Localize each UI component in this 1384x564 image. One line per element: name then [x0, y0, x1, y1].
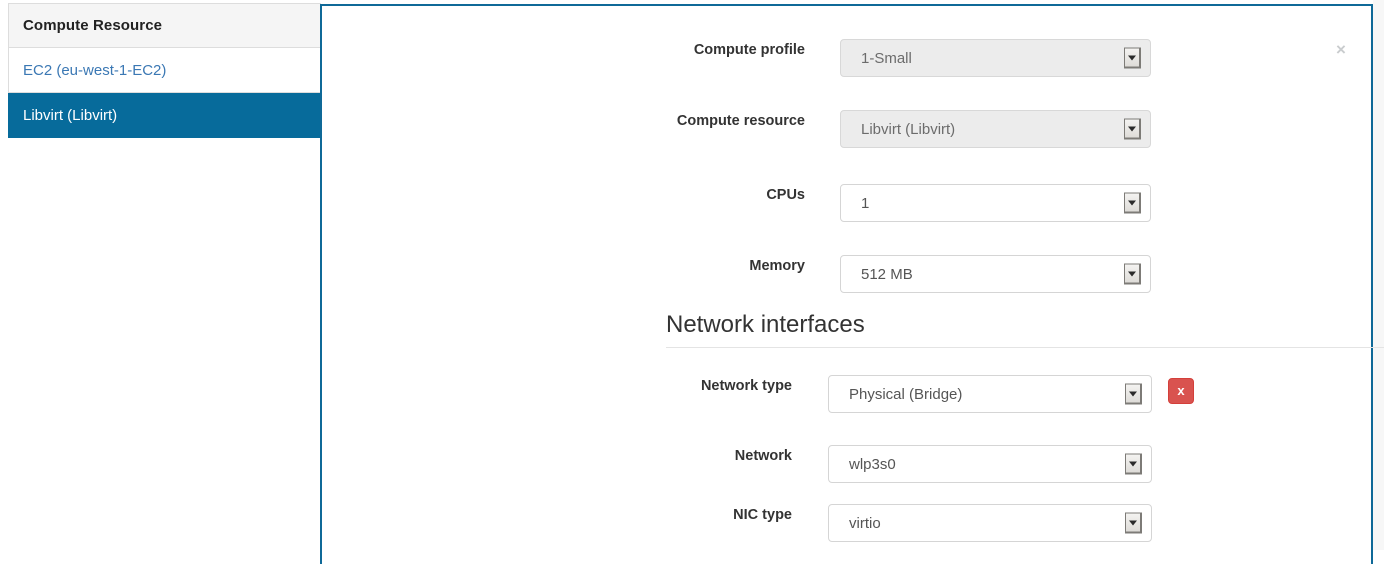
field-label: Network type	[700, 378, 792, 394]
select-value: 512 MB	[861, 265, 913, 283]
field-label: Compute resource	[676, 113, 805, 129]
compute-resource-select[interactable]: Libvirt (Libvirt)	[840, 110, 1151, 148]
sidebar-item-libvirt[interactable]: Libvirt (Libvirt)	[8, 93, 321, 138]
network-type-select[interactable]: Physical (Bridge)	[828, 375, 1152, 413]
chevron-down-icon[interactable]	[1125, 512, 1142, 534]
select-value: Physical (Bridge)	[849, 385, 963, 403]
sidebar-item-label: EC2 (eu-west-1-EC2)	[23, 61, 167, 79]
field-label: NIC type	[733, 507, 792, 523]
chevron-down-icon[interactable]	[1124, 192, 1141, 214]
field-network: Network wlp3s0	[666, 445, 1152, 483]
select-value: 1	[861, 194, 870, 212]
close-icon[interactable]: ×	[1333, 41, 1349, 58]
select-value: 1-Small	[861, 49, 912, 67]
memory-select[interactable]: 512 MB	[840, 255, 1151, 293]
field-label: Memory	[749, 258, 805, 274]
field-label: CPUs	[766, 187, 805, 203]
field-network-type: Network type Physical (Bridge)	[666, 375, 1152, 413]
sidebar-header-title: Compute Resource	[23, 17, 163, 34]
chevron-down-icon[interactable]	[1124, 118, 1141, 140]
field-label: Network	[734, 448, 792, 464]
remove-interface-button[interactable]: x	[1168, 378, 1194, 404]
field-compute-profile: Compute profile 1-Small	[666, 39, 1151, 77]
cpus-select[interactable]: 1	[840, 184, 1151, 222]
select-value: Libvirt (Libvirt)	[861, 120, 956, 138]
sidebar-item-ec2[interactable]: EC2 (eu-west-1-EC2)	[8, 48, 321, 93]
field-memory: Memory 512 MB	[666, 255, 1151, 293]
field-label: Compute profile	[693, 42, 805, 58]
compute-profile-select[interactable]: 1-Small	[840, 39, 1151, 77]
field-nic-type: NIC type virtio	[666, 504, 1152, 542]
network-select[interactable]: wlp3s0	[828, 445, 1152, 483]
chevron-down-icon[interactable]	[1124, 263, 1141, 285]
compute-resource-sidebar: Compute Resource EC2 (eu-west-1-EC2) Lib…	[0, 0, 321, 550]
nic-type-select[interactable]: virtio	[828, 504, 1152, 542]
sidebar-header: Compute Resource	[8, 3, 321, 48]
field-cpus: CPUs 1	[666, 184, 1151, 222]
chevron-down-icon[interactable]	[1124, 47, 1141, 69]
network-interfaces-section: Network interfaces	[666, 311, 1384, 348]
chevron-down-icon[interactable]	[1125, 383, 1142, 405]
panel-outer-background	[1373, 0, 1384, 550]
select-value: virtio	[849, 514, 881, 532]
section-heading: Network interfaces	[666, 311, 865, 338]
select-value: wlp3s0	[849, 455, 896, 473]
compute-attributes-panel: × Compute profile 1-Small Compute resour…	[320, 4, 1384, 564]
field-compute-resource: Compute resource Libvirt (Libvirt)	[666, 110, 1151, 148]
sidebar-item-label: Libvirt (Libvirt)	[23, 106, 118, 124]
section-divider	[666, 347, 1384, 348]
chevron-down-icon[interactable]	[1125, 453, 1142, 475]
